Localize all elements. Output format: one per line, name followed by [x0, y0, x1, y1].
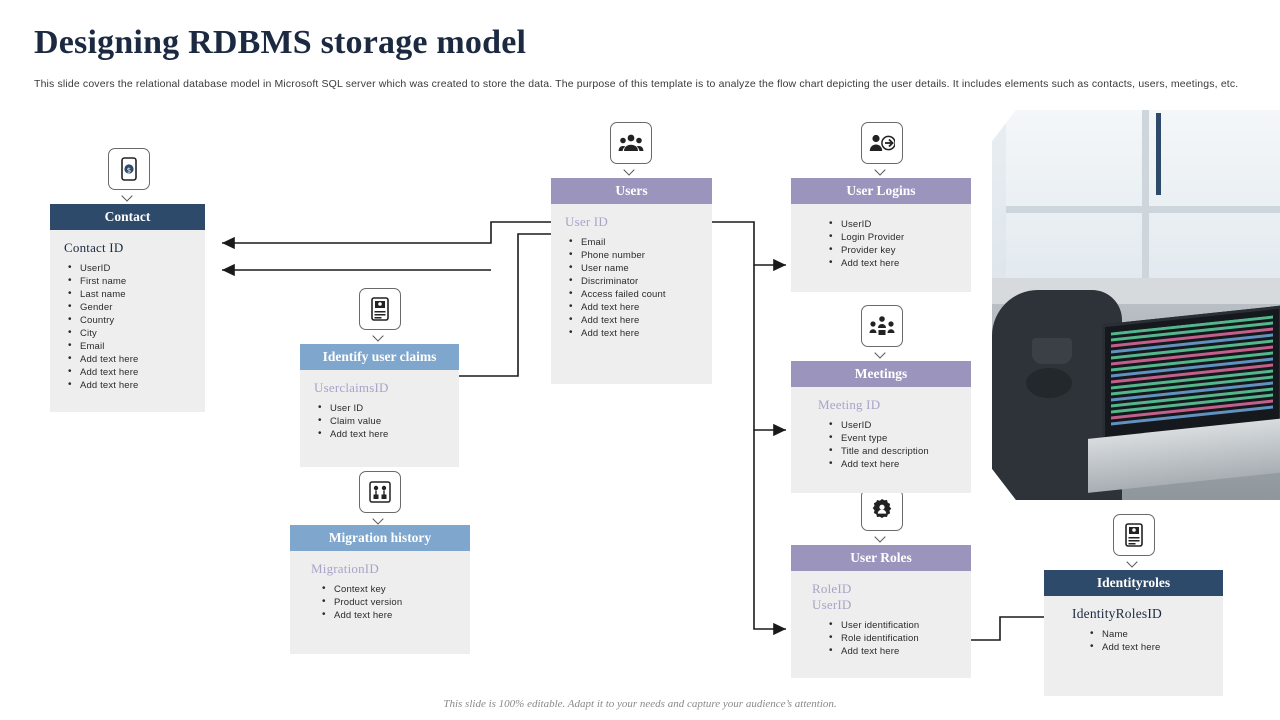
- list-item: Add text here: [569, 300, 712, 314]
- chevron-down-icon: [373, 515, 385, 523]
- list-item: Add text here: [68, 365, 205, 379]
- chevron-down-icon: [875, 166, 887, 174]
- entity-card-meetings[interactable]: Meetings Meeting ID UserID Event type Ti…: [791, 361, 971, 493]
- entity-title-users: Users: [551, 178, 712, 204]
- entity-card-contact[interactable]: Contact Contact ID UserID First name Las…: [50, 204, 205, 412]
- list-item: Title and description: [829, 444, 971, 458]
- list-item: UserID: [829, 418, 971, 432]
- list-item: Name: [1090, 627, 1223, 641]
- entity-title-user-logins: User Logins: [791, 178, 971, 204]
- list-item: Discriminator: [569, 274, 712, 288]
- list-item: City: [68, 326, 205, 340]
- list-item: Phone number: [569, 248, 712, 262]
- primary-key-identity-roles: IdentityRolesID: [1072, 606, 1162, 621]
- field-list-meetings: UserID Event type Title and description …: [791, 418, 971, 471]
- page-title: Designing RDBMS storage model: [34, 24, 527, 61]
- entity-card-migration-history[interactable]: Migration history MigrationID Context ke…: [290, 525, 470, 654]
- list-item: User name: [569, 261, 712, 275]
- users-group-icon: [610, 122, 652, 164]
- list-item: Product version: [322, 595, 470, 609]
- field-list-migration-history: Context key Product version Add text her…: [290, 582, 470, 622]
- list-item: Access failed count: [569, 287, 712, 301]
- list-item: Add text here: [68, 352, 205, 366]
- entity-card-user-roles[interactable]: User Roles RoleID UserID User identifica…: [791, 545, 971, 678]
- list-item: Add text here: [829, 644, 971, 658]
- chevron-down-icon: [875, 533, 887, 541]
- slide-footer: This slide is 100% editable. Adapt it to…: [443, 698, 837, 710]
- list-item: First name: [68, 274, 205, 288]
- chevron-down-icon: [1127, 558, 1139, 566]
- list-item: Last name: [68, 287, 205, 301]
- mobile-payment-icon: $: [108, 148, 150, 190]
- primary-key-contact: Contact ID: [64, 240, 124, 255]
- primary-key2-user-roles: UserID: [812, 597, 852, 612]
- field-list-identify-user-claims: User ID Claim value Add text here: [300, 401, 459, 441]
- list-item: Role identification: [829, 631, 971, 645]
- primary-key-identify-user-claims: UserclaimsID: [314, 380, 389, 395]
- list-item: Add text here: [68, 378, 205, 392]
- entity-card-identity-roles[interactable]: Identityroles IdentityRolesID Name Add t…: [1044, 570, 1223, 696]
- id-card-icon: [359, 288, 401, 330]
- list-item: Add text here: [318, 427, 459, 441]
- entity-card-users[interactable]: Users User ID Email Phone number User na…: [551, 178, 712, 384]
- list-item: User ID: [318, 401, 459, 415]
- accent-bar: [1156, 113, 1161, 195]
- chevron-down-icon: [122, 192, 134, 200]
- list-item: Email: [68, 339, 205, 353]
- entity-body-meetings: Meeting ID UserID Event type Title and d…: [791, 387, 971, 493]
- entity-title-identity-roles: Identityroles: [1044, 570, 1223, 596]
- list-item: Context key: [322, 582, 470, 596]
- id-badge-icon: [1113, 514, 1155, 556]
- list-item: Event type: [829, 431, 971, 445]
- decorative-photo: [992, 110, 1280, 500]
- page-subtitle: This slide covers the relational databas…: [34, 78, 1239, 90]
- entity-title-identify-user-claims: Identify user claims: [300, 344, 459, 370]
- user-login-icon: [861, 122, 903, 164]
- list-item: UserID: [829, 217, 971, 231]
- entity-body-user-logins: UserID Login Provider Provider key Add t…: [791, 204, 971, 292]
- list-item: Provider key: [829, 243, 971, 257]
- list-item: Add text here: [829, 256, 971, 270]
- entity-card-user-logins[interactable]: User Logins UserID Login Provider Provid…: [791, 178, 971, 292]
- list-item: Add text here: [569, 326, 712, 340]
- entity-body-user-roles: RoleID UserID User identification Role i…: [791, 571, 971, 678]
- meeting-people-icon: [861, 305, 903, 347]
- field-list-user-roles: User identification Role identification …: [791, 618, 971, 658]
- entity-title-user-roles: User Roles: [791, 545, 971, 571]
- entity-body-identify-user-claims: UserclaimsID User ID Claim value Add tex…: [300, 370, 459, 467]
- primary-key-migration-history: MigrationID: [311, 561, 379, 576]
- list-item: Gender: [68, 300, 205, 314]
- primary-key-users: User ID: [565, 214, 608, 229]
- gear-user-icon: [861, 489, 903, 531]
- list-item: UserID: [68, 261, 205, 275]
- entity-body-contact: Contact ID UserID First name Last name G…: [50, 230, 205, 412]
- entity-title-contact: Contact: [50, 204, 205, 230]
- chevron-down-icon: [373, 332, 385, 340]
- list-item: Add text here: [569, 313, 712, 327]
- migration-nodes-icon: [359, 471, 401, 513]
- list-item: Add text here: [1090, 640, 1223, 654]
- svg-text:$: $: [127, 167, 131, 175]
- field-list-users: Email Phone number User name Discriminat…: [551, 235, 712, 340]
- field-list-contact: UserID First name Last name Gender Count…: [50, 261, 205, 392]
- entity-title-migration-history: Migration history: [290, 525, 470, 551]
- chevron-down-icon: [624, 166, 636, 174]
- list-item: Add text here: [322, 608, 470, 622]
- entity-body-users: User ID Email Phone number User name Dis…: [551, 204, 712, 384]
- entity-card-identify-user-claims[interactable]: Identify user claims UserclaimsID User I…: [300, 344, 459, 467]
- field-list-identity-roles: Name Add text here: [1044, 627, 1223, 654]
- entity-body-migration-history: MigrationID Context key Product version …: [290, 551, 470, 654]
- list-item: Claim value: [318, 414, 459, 428]
- entity-body-identity-roles: IdentityRolesID Name Add text here: [1044, 596, 1223, 696]
- field-list-user-logins: UserID Login Provider Provider key Add t…: [791, 217, 971, 270]
- list-item: Email: [569, 235, 712, 249]
- chevron-down-icon: [875, 349, 887, 357]
- list-item: Login Provider: [829, 230, 971, 244]
- list-item: User identification: [829, 618, 971, 632]
- primary-key-meetings: Meeting ID: [818, 397, 881, 412]
- list-item: Add text here: [829, 457, 971, 471]
- list-item: Country: [68, 313, 205, 327]
- entity-title-meetings: Meetings: [791, 361, 971, 387]
- primary-key-user-roles: RoleID: [812, 581, 852, 596]
